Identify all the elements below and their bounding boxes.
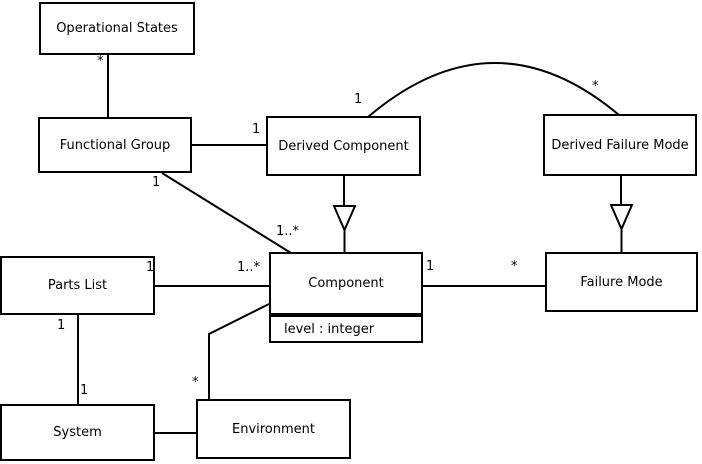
- class-label: Failure Mode: [580, 274, 663, 290]
- multiplicity-environment-end: *: [192, 375, 199, 390]
- association-arc-derived-component-derived-failure-mode: [367, 62, 620, 118]
- class-label: Derived Failure Mode: [551, 137, 689, 153]
- multiplicity-component-end-from-failure-mode: 1: [426, 259, 435, 274]
- class-derived-component: Derived Component: [266, 116, 421, 176]
- class-system: System: [0, 404, 155, 461]
- class-label: Functional Group: [59, 137, 171, 153]
- class-label: System: [53, 425, 102, 440]
- multiplicity-operational-states-end: *: [97, 54, 104, 69]
- class-environment: Environment: [196, 399, 351, 459]
- class-label: Environment: [231, 421, 315, 437]
- multiplicity-system-end: 1: [80, 383, 89, 398]
- class-failure-mode: Failure Mode: [545, 252, 698, 312]
- class-label: Operational States: [56, 21, 178, 36]
- class-component: Component level : integer: [269, 252, 423, 343]
- class-attribute: level : integer: [284, 321, 375, 337]
- multiplicity-functional-group-end: 1: [152, 175, 161, 190]
- generalization-triangle-icon: [609, 204, 634, 232]
- multiplicity-parts-list-end: 1: [146, 260, 155, 275]
- class-derived-failure-mode: Derived Failure Mode: [543, 114, 697, 176]
- class-label: Parts List: [47, 278, 108, 293]
- multiplicity-derived-component-end: 1: [252, 122, 261, 137]
- class-parts-list: Parts List: [0, 256, 155, 315]
- class-functional-group: Functional Group: [38, 117, 192, 173]
- multiplicity-arc-derived-component-end: 1: [354, 92, 363, 107]
- multiplicity-parts-list-end-to-system: 1: [57, 318, 66, 333]
- association-functional-group-component: [161, 172, 292, 254]
- association-environment-component: [208, 303, 270, 399]
- class-operational-states: Operational States: [39, 2, 195, 55]
- multiplicity-arc-derived-failure-mode-end: *: [592, 79, 599, 94]
- multiplicity-component-end-from-parts-list: 1..*: [237, 260, 261, 275]
- multiplicity-component-end-from-functional-group: 1..*: [276, 224, 300, 239]
- class-attribute-compartment: level : integer: [271, 315, 421, 341]
- generalization-triangle-icon: [332, 205, 357, 233]
- multiplicity-failure-mode-end: *: [511, 259, 518, 274]
- class-label: Derived Component: [278, 138, 409, 154]
- class-label: Component: [308, 276, 384, 291]
- class-name-compartment: Component: [271, 254, 421, 315]
